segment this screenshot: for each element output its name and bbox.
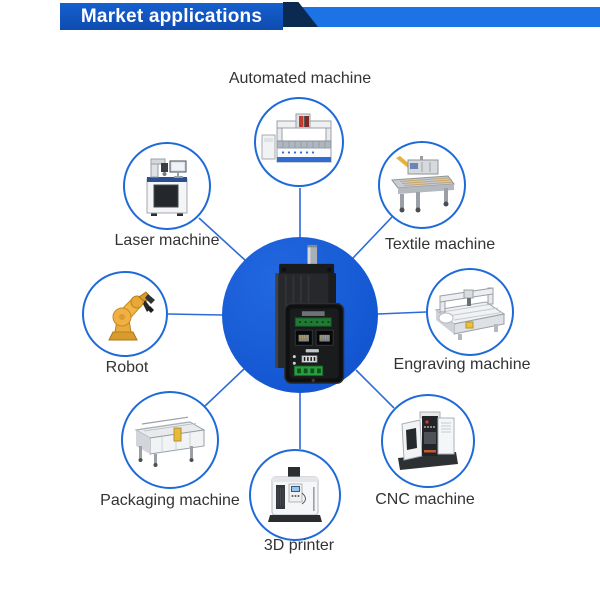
node-engraving-machine xyxy=(426,268,514,356)
node-automated-machine xyxy=(254,97,344,187)
hub-circle xyxy=(222,237,378,393)
green-terminal-bottom xyxy=(293,365,324,377)
green-terminal-top xyxy=(294,317,332,327)
cnc-machining-center-illustration xyxy=(398,411,458,470)
motor-shaft xyxy=(307,244,318,266)
banner-ribbon xyxy=(283,7,600,27)
node-label-engraving-machine: Engraving machine xyxy=(393,356,531,373)
node-cnc-machine xyxy=(381,394,475,488)
node-packaging-machine xyxy=(121,391,219,489)
node-label-laser-machine: Laser machine xyxy=(114,232,220,249)
rj45-port-right xyxy=(315,329,334,346)
motor-top-cap xyxy=(279,263,335,276)
integrated-stepper-motor-drive-illustration xyxy=(275,244,345,384)
drive-label-strip xyxy=(301,311,325,316)
banner-title-box: Market applications xyxy=(60,3,283,30)
node-label-robot: Robot xyxy=(105,359,149,376)
engraving-machine-illustration xyxy=(434,287,506,340)
node-label-automated-machine: Automated machine xyxy=(228,70,372,87)
connector-west xyxy=(167,313,223,316)
cnc-router-illustration xyxy=(261,113,332,163)
textile-machine-illustration xyxy=(391,156,455,213)
node-laser-machine xyxy=(123,142,211,230)
connector-northwest xyxy=(198,217,247,262)
connector-northeast xyxy=(352,216,393,259)
printer-3d-illustration xyxy=(268,467,322,522)
connector-southwest xyxy=(204,368,245,407)
robot-arm-illustration xyxy=(108,291,155,341)
node-3d-printer xyxy=(249,449,341,541)
connector-east xyxy=(377,311,427,315)
logo-mark xyxy=(305,349,319,353)
connector-southeast xyxy=(355,369,395,409)
node-label-cnc-machine: CNC machine xyxy=(375,491,475,508)
packaging-machine-illustration xyxy=(134,416,206,467)
node-label-textile-machine: Textile machine xyxy=(384,236,496,253)
node-label-packaging-machine: Packaging machine xyxy=(100,492,240,509)
laser-marking-machine-illustration xyxy=(146,158,188,216)
node-textile-machine xyxy=(378,141,466,229)
node-robot xyxy=(82,271,168,357)
rj45-port-left xyxy=(294,329,313,346)
node-label-3d-printer: 3D printer xyxy=(263,537,335,554)
dip-switch xyxy=(301,355,318,363)
page-title: Market applications xyxy=(80,5,263,27)
